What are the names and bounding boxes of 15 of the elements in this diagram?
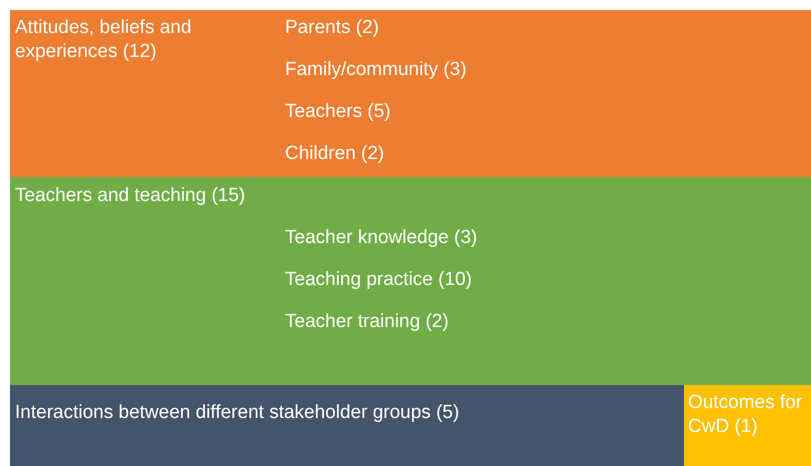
subcategory-label: Teacher training (2) <box>285 310 449 334</box>
subcategory-label: Family/community (3) <box>285 58 467 82</box>
subcategory-label: Teacher knowledge (3) <box>285 226 478 250</box>
category-panel <box>684 385 811 466</box>
category-label: Outcomes for CwD (1) <box>688 391 804 439</box>
subcategory-label: Children (2) <box>285 142 384 166</box>
subcategory-label: Parents (2) <box>285 16 379 40</box>
category-label: Attitudes, beliefs and experiences (12) <box>15 16 192 64</box>
category-label: Interactions between different stakeholder groups (5) <box>15 401 460 425</box>
category-panel <box>10 177 811 385</box>
subcategory-label: Teachers (5) <box>285 100 391 124</box>
category-label: Teachers and teaching (15) <box>15 184 246 208</box>
category-panel <box>10 385 684 466</box>
category-panel <box>10 10 811 177</box>
subcategory-label: Teaching practice (10) <box>285 268 472 292</box>
